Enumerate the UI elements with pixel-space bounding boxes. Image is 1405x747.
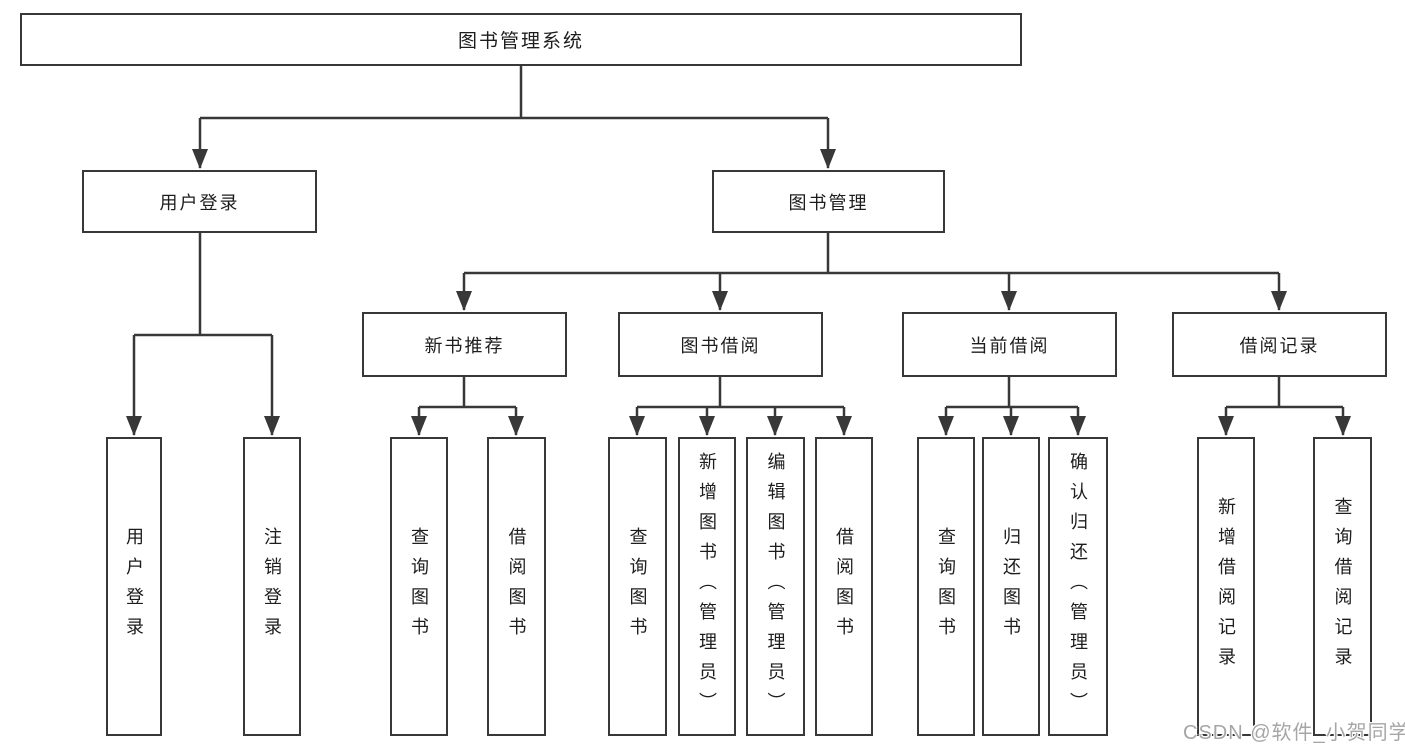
leaf-records-query-record-label: 查询借阅记录 <box>1332 496 1353 677</box>
node-root-system: 图书管理系统 <box>20 13 1022 66</box>
leaf-borrowing-add-books-admin: 新增图书（管理员） <box>678 437 736 736</box>
node-new-book-recommend: 新书推荐 <box>362 312 567 377</box>
node-current-borrowing: 当前借阅 <box>902 312 1117 377</box>
leaf-current-return-books-label: 归还图书 <box>1001 526 1021 647</box>
node-book-borrowing-label: 图书借阅 <box>680 335 761 356</box>
leaf-records-add-record: 新增借阅记录 <box>1197 437 1255 736</box>
node-borrowing-records: 借阅记录 <box>1172 312 1387 377</box>
leaf-newbook-borrow-books: 借阅图书 <box>487 437 546 736</box>
node-user-login-label: 用户登录 <box>159 192 240 213</box>
leaf-current-query-books: 查询图书 <box>917 437 975 736</box>
leaf-records-query-record: 查询借阅记录 <box>1313 437 1372 736</box>
node-book-borrowing: 图书借阅 <box>618 312 823 377</box>
node-new-book-recommend-label: 新书推荐 <box>424 335 505 356</box>
node-user-login-module: 用户登录 <box>82 170 317 233</box>
leaf-borrowing-borrow-books: 借阅图书 <box>815 437 873 736</box>
leaf-current-query-books-label: 查询图书 <box>936 526 956 647</box>
leaf-borrowing-query-books-label: 查询图书 <box>627 526 648 647</box>
leaf-newbook-query-books: 查询图书 <box>390 437 448 736</box>
node-book-management-label: 图书管理 <box>788 192 869 213</box>
leaf-current-confirm-return-admin: 确认归还（管理员） <box>1048 437 1108 736</box>
node-current-borrowing-label: 当前借阅 <box>969 335 1050 356</box>
leaf-logout: 注销登录 <box>243 437 301 736</box>
leaf-borrowing-borrow-books-label: 借阅图书 <box>834 526 854 647</box>
leaf-newbook-borrow-books-label: 借阅图书 <box>506 526 527 647</box>
leaf-records-add-record-label: 新增借阅记录 <box>1216 496 1236 677</box>
leaf-current-confirm-return-admin-label: 确认归还（管理员） <box>1068 451 1088 722</box>
node-book-management-module: 图书管理 <box>712 170 945 233</box>
node-borrowing-records-label: 借阅记录 <box>1239 335 1320 356</box>
leaf-borrowing-add-books-admin-label: 新增图书（管理员） <box>697 451 717 722</box>
leaf-borrowing-edit-books-admin: 编辑图书（管理员） <box>746 437 805 736</box>
leaf-current-return-books: 归还图书 <box>982 437 1040 736</box>
node-root-label: 图书管理系统 <box>457 31 584 52</box>
csdn-watermark: CSDN @软件_小贺同学 <box>1183 722 1405 744</box>
leaf-user-login-label: 用户登录 <box>124 526 144 647</box>
leaf-borrowing-edit-books-admin-label: 编辑图书（管理员） <box>765 451 786 722</box>
leaf-user-login: 用户登录 <box>106 437 162 736</box>
leaf-logout-label: 注销登录 <box>262 526 282 647</box>
leaf-borrowing-query-books: 查询图书 <box>608 437 667 736</box>
leaf-newbook-query-books-label: 查询图书 <box>409 526 429 647</box>
